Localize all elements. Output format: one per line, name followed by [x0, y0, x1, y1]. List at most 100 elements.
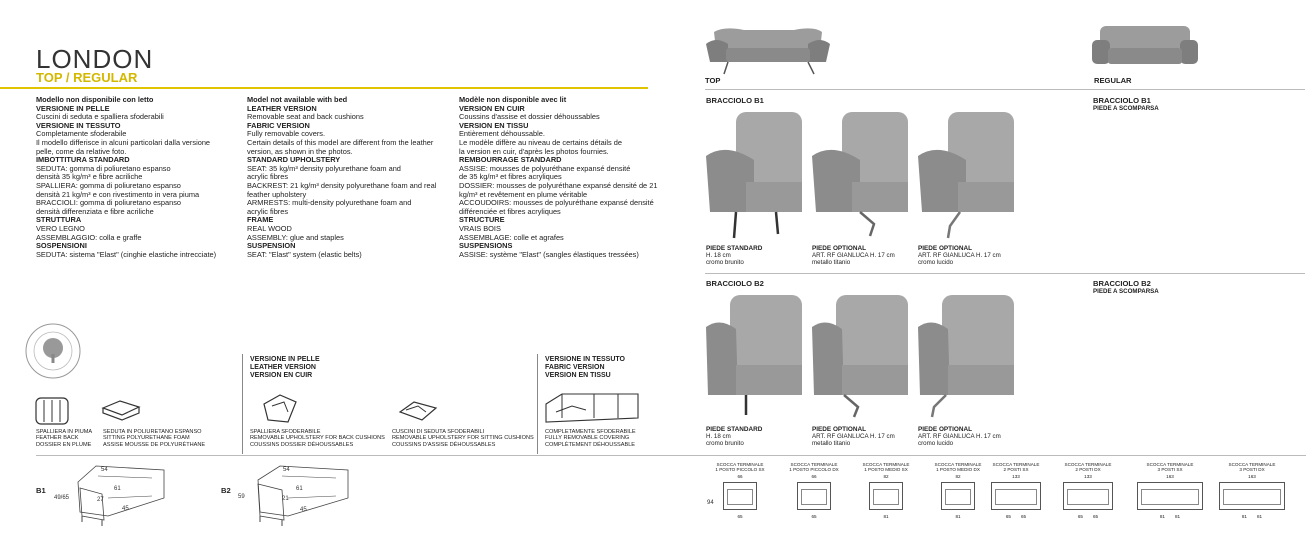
spec-line: ARMRESTS: multi-density polyurethane foa…	[247, 198, 412, 208]
spec-line: pelle, come da relative foto.	[36, 146, 127, 156]
spec-line: Coussins d'assise et dossier déhoussable…	[459, 112, 600, 122]
module-label: SCOCCA TERMINALE	[992, 462, 1040, 467]
module-type: 1 POSTO MEDIO DX	[936, 467, 980, 473]
right-top-rule	[705, 89, 1305, 90]
module-type: 3 POSTI SX	[1157, 467, 1183, 473]
spec-heading: STANDARD UPHOLSTERY	[247, 155, 341, 165]
armrest-b1-titanium-foot-photo	[812, 112, 908, 247]
armrest-b2-titanium-foot-photo	[812, 295, 908, 425]
module-type: 1 POSTO PICCOLO DX	[789, 467, 839, 473]
spec-line: Entièrement déhoussable.	[459, 129, 545, 139]
spec-heading: REMBOURRAGE STANDARD	[459, 155, 562, 165]
spec-line: Certain details of this model are differ…	[247, 137, 434, 147]
divider-2	[537, 354, 538, 454]
spec-line: Le modèle diffère au niveau de certains …	[459, 137, 622, 147]
module-outline	[1219, 481, 1285, 510]
spec-line: acrylic fibres	[247, 206, 289, 216]
spec-heading: VERSION EN TISSU	[459, 120, 529, 130]
spec-heading: IMBOTTITURA STANDARD	[36, 155, 130, 165]
spec-line: SEAT: "Elast" system (elastic belts)	[247, 249, 362, 259]
spec-line: Fully removable covers.	[247, 129, 326, 139]
spec-line: la version en cuir, d'après les photos f…	[459, 146, 609, 156]
module-type: 2 POSTI SX	[1003, 467, 1029, 473]
spec-line: Completamente sfoderabile	[36, 129, 127, 139]
module-width-top: 66	[811, 474, 817, 480]
dim-b2-depth: 54	[283, 467, 290, 473]
module-width-bottom: 81	[883, 513, 889, 519]
module-width-bottom: 81	[1175, 513, 1181, 519]
spec-heading: STRUTTURA	[36, 215, 82, 225]
module-width-top: 163	[1248, 474, 1256, 480]
spec-heading: SUSPENSIONS	[459, 241, 513, 251]
spec-line: kg/m³ et revêtement en plume véritable	[459, 189, 588, 199]
module-outline	[1063, 481, 1113, 510]
module-label: SCOCCA TERMINALE	[1228, 462, 1276, 467]
armrest-b1-dimension-drawing	[52, 458, 172, 535]
spec-line: densità differenziata e fibre acriliche	[36, 206, 154, 216]
spec-line: acrylic fibres	[247, 172, 289, 182]
page-title: LONDON	[36, 44, 154, 74]
spec-heading: SOSPENSIONI	[36, 241, 87, 251]
spec-line: différenciée et fibres acryliques	[459, 206, 561, 216]
seat-cushion-cover-icon	[396, 398, 440, 431]
spec-heading: VERSIONE IN TESSUTO	[36, 120, 121, 130]
module-outline	[1137, 481, 1203, 510]
module-width-top: 133	[1084, 474, 1092, 480]
spec-heading: SUSPENSION	[247, 241, 296, 251]
module-type: 1 POSTO MEDIO SX	[864, 467, 908, 473]
armrest-b2-chrome-foot-photo	[918, 295, 1014, 425]
module-width-bottom: 65	[1077, 513, 1083, 519]
module-width-bottom: 81	[1159, 513, 1165, 519]
module-width-top: 66	[737, 474, 743, 480]
spec-line: ASSISE: système "Elast" (sangles élastiq…	[459, 249, 639, 259]
module-width-top: 163	[1166, 474, 1174, 480]
regular-model-label: REGULAR	[1094, 76, 1132, 85]
module-outline	[723, 481, 757, 510]
right-mid-rule	[705, 273, 1305, 274]
dim-b2-height: 59	[238, 494, 245, 500]
spec-line: SEAT: 35 kg/m³ density polyurethane foam…	[247, 163, 401, 173]
dim-b2-label: B2	[221, 486, 231, 495]
page-subtitle: TOP / REGULAR	[36, 70, 138, 85]
dim-b1-seat: 61	[114, 486, 121, 492]
spec-line: SEDUTA: gomma di poliuretano espanso	[36, 163, 171, 173]
module-label: SCOCCA TERMINALE	[716, 462, 764, 467]
armrest-b1-chrome-foot-photo	[918, 112, 1014, 247]
armrest-b2-standard-foot-photo	[706, 295, 802, 425]
spec-line: densità 21 kg/m³ e con rivestimento in v…	[36, 189, 200, 199]
module-width-bottom: 65	[737, 513, 743, 519]
spec-line: DOSSIER: mousses de polyuréthane expansé…	[459, 180, 658, 190]
spec-heading: FABRIC VERSION	[247, 120, 310, 130]
feather-back-icon	[34, 396, 72, 431]
module-width-bottom: 65	[1093, 513, 1099, 519]
dim-b2-arm: 21	[282, 496, 289, 502]
module-type: 1 POSTO PICCOLO SX	[715, 467, 765, 473]
spec-line: Removable seat and back cushions	[247, 112, 364, 122]
spec-line: VERO LEGNO	[36, 223, 85, 233]
dim-b1-arm: 27	[97, 497, 104, 503]
wood-structure-seal-icon	[24, 322, 82, 380]
module-width-bottom: 81	[955, 513, 961, 519]
spec-line: de 35 kg/m³ et fibres acryliques	[459, 172, 562, 182]
spec-line: densità 35 kg/m³ e fibre acriliche	[36, 172, 143, 182]
spec-line: VRAIS BOIS	[459, 223, 501, 233]
regular-b2-heading: BRACCIOLO B2 PIEDE A SCOMPARSA	[1093, 279, 1159, 295]
spec-line: BRACCIOLI: gomma di poliuretano espanso	[36, 198, 182, 208]
top-model-label: TOP	[705, 76, 721, 85]
dim-b2-seat-height: 45	[300, 507, 307, 513]
spec-heading: LEATHER VERSION	[247, 103, 317, 113]
